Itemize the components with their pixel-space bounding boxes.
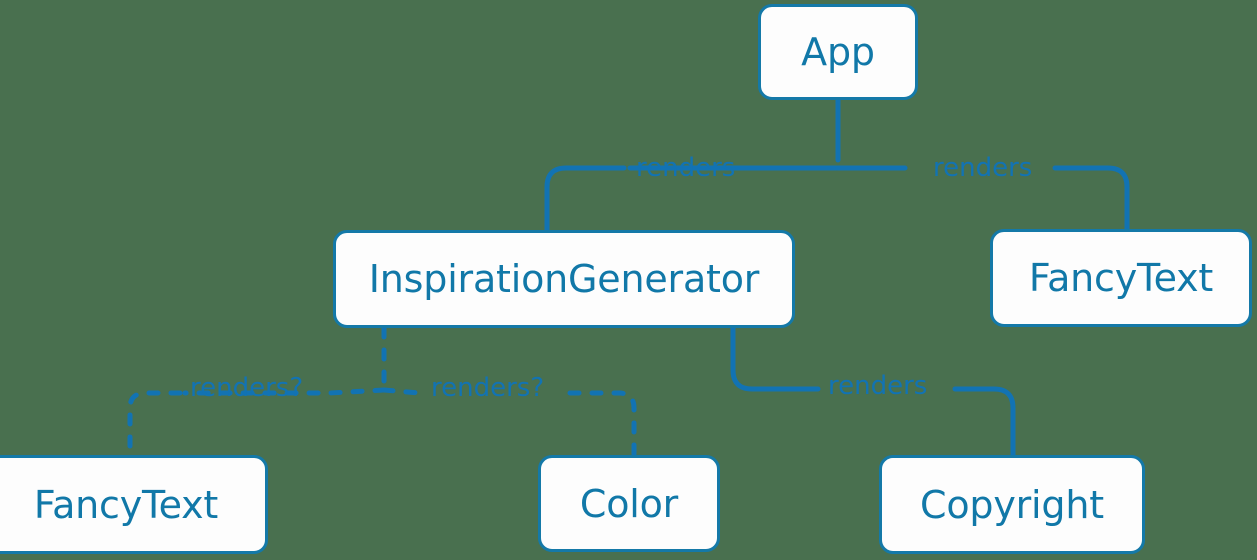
node-color[interactable]: Color <box>538 455 720 552</box>
node-fancytext-right[interactable]: FancyText <box>990 229 1252 327</box>
node-fancytext-bottom-left-label: FancyText <box>33 482 219 527</box>
edge-inspirationgenerator-to-copyright <box>730 325 1016 458</box>
node-fancytext-right-label: FancyText <box>1028 256 1214 300</box>
node-app-label: App <box>801 30 875 74</box>
node-copyright[interactable]: Copyright <box>879 455 1145 554</box>
node-fancytext-bottom-left[interactable]: FancyText <box>0 455 268 554</box>
node-app[interactable]: App <box>758 4 918 100</box>
node-inspiration-generator[interactable]: InspirationGenerator <box>333 230 795 328</box>
edge-inspirationgenerator-to-color <box>381 387 637 458</box>
node-color-label: Color <box>579 481 679 526</box>
edge-label-inspirationgenerator-to-color: renders? <box>431 373 545 403</box>
node-copyright-label: Copyright <box>920 482 1104 527</box>
edge-label-app-to-fancytext: renders <box>933 153 1033 183</box>
edge-label-app-to-inspirationgenerator: renders <box>636 153 736 183</box>
edge-app-to-inspirationgenerator <box>544 165 841 233</box>
node-inspiration-generator-label: InspirationGenerator <box>368 257 760 301</box>
edge-app-to-fancytext <box>835 165 1130 232</box>
edge-inspirationgenerator-to-fancytext-bottom-left <box>127 387 387 458</box>
edge-label-inspirationgenerator-to-copyright: renders <box>828 371 928 401</box>
edge-label-inspirationgenerator-to-fancytext-bottom-left: renders? <box>190 373 304 403</box>
